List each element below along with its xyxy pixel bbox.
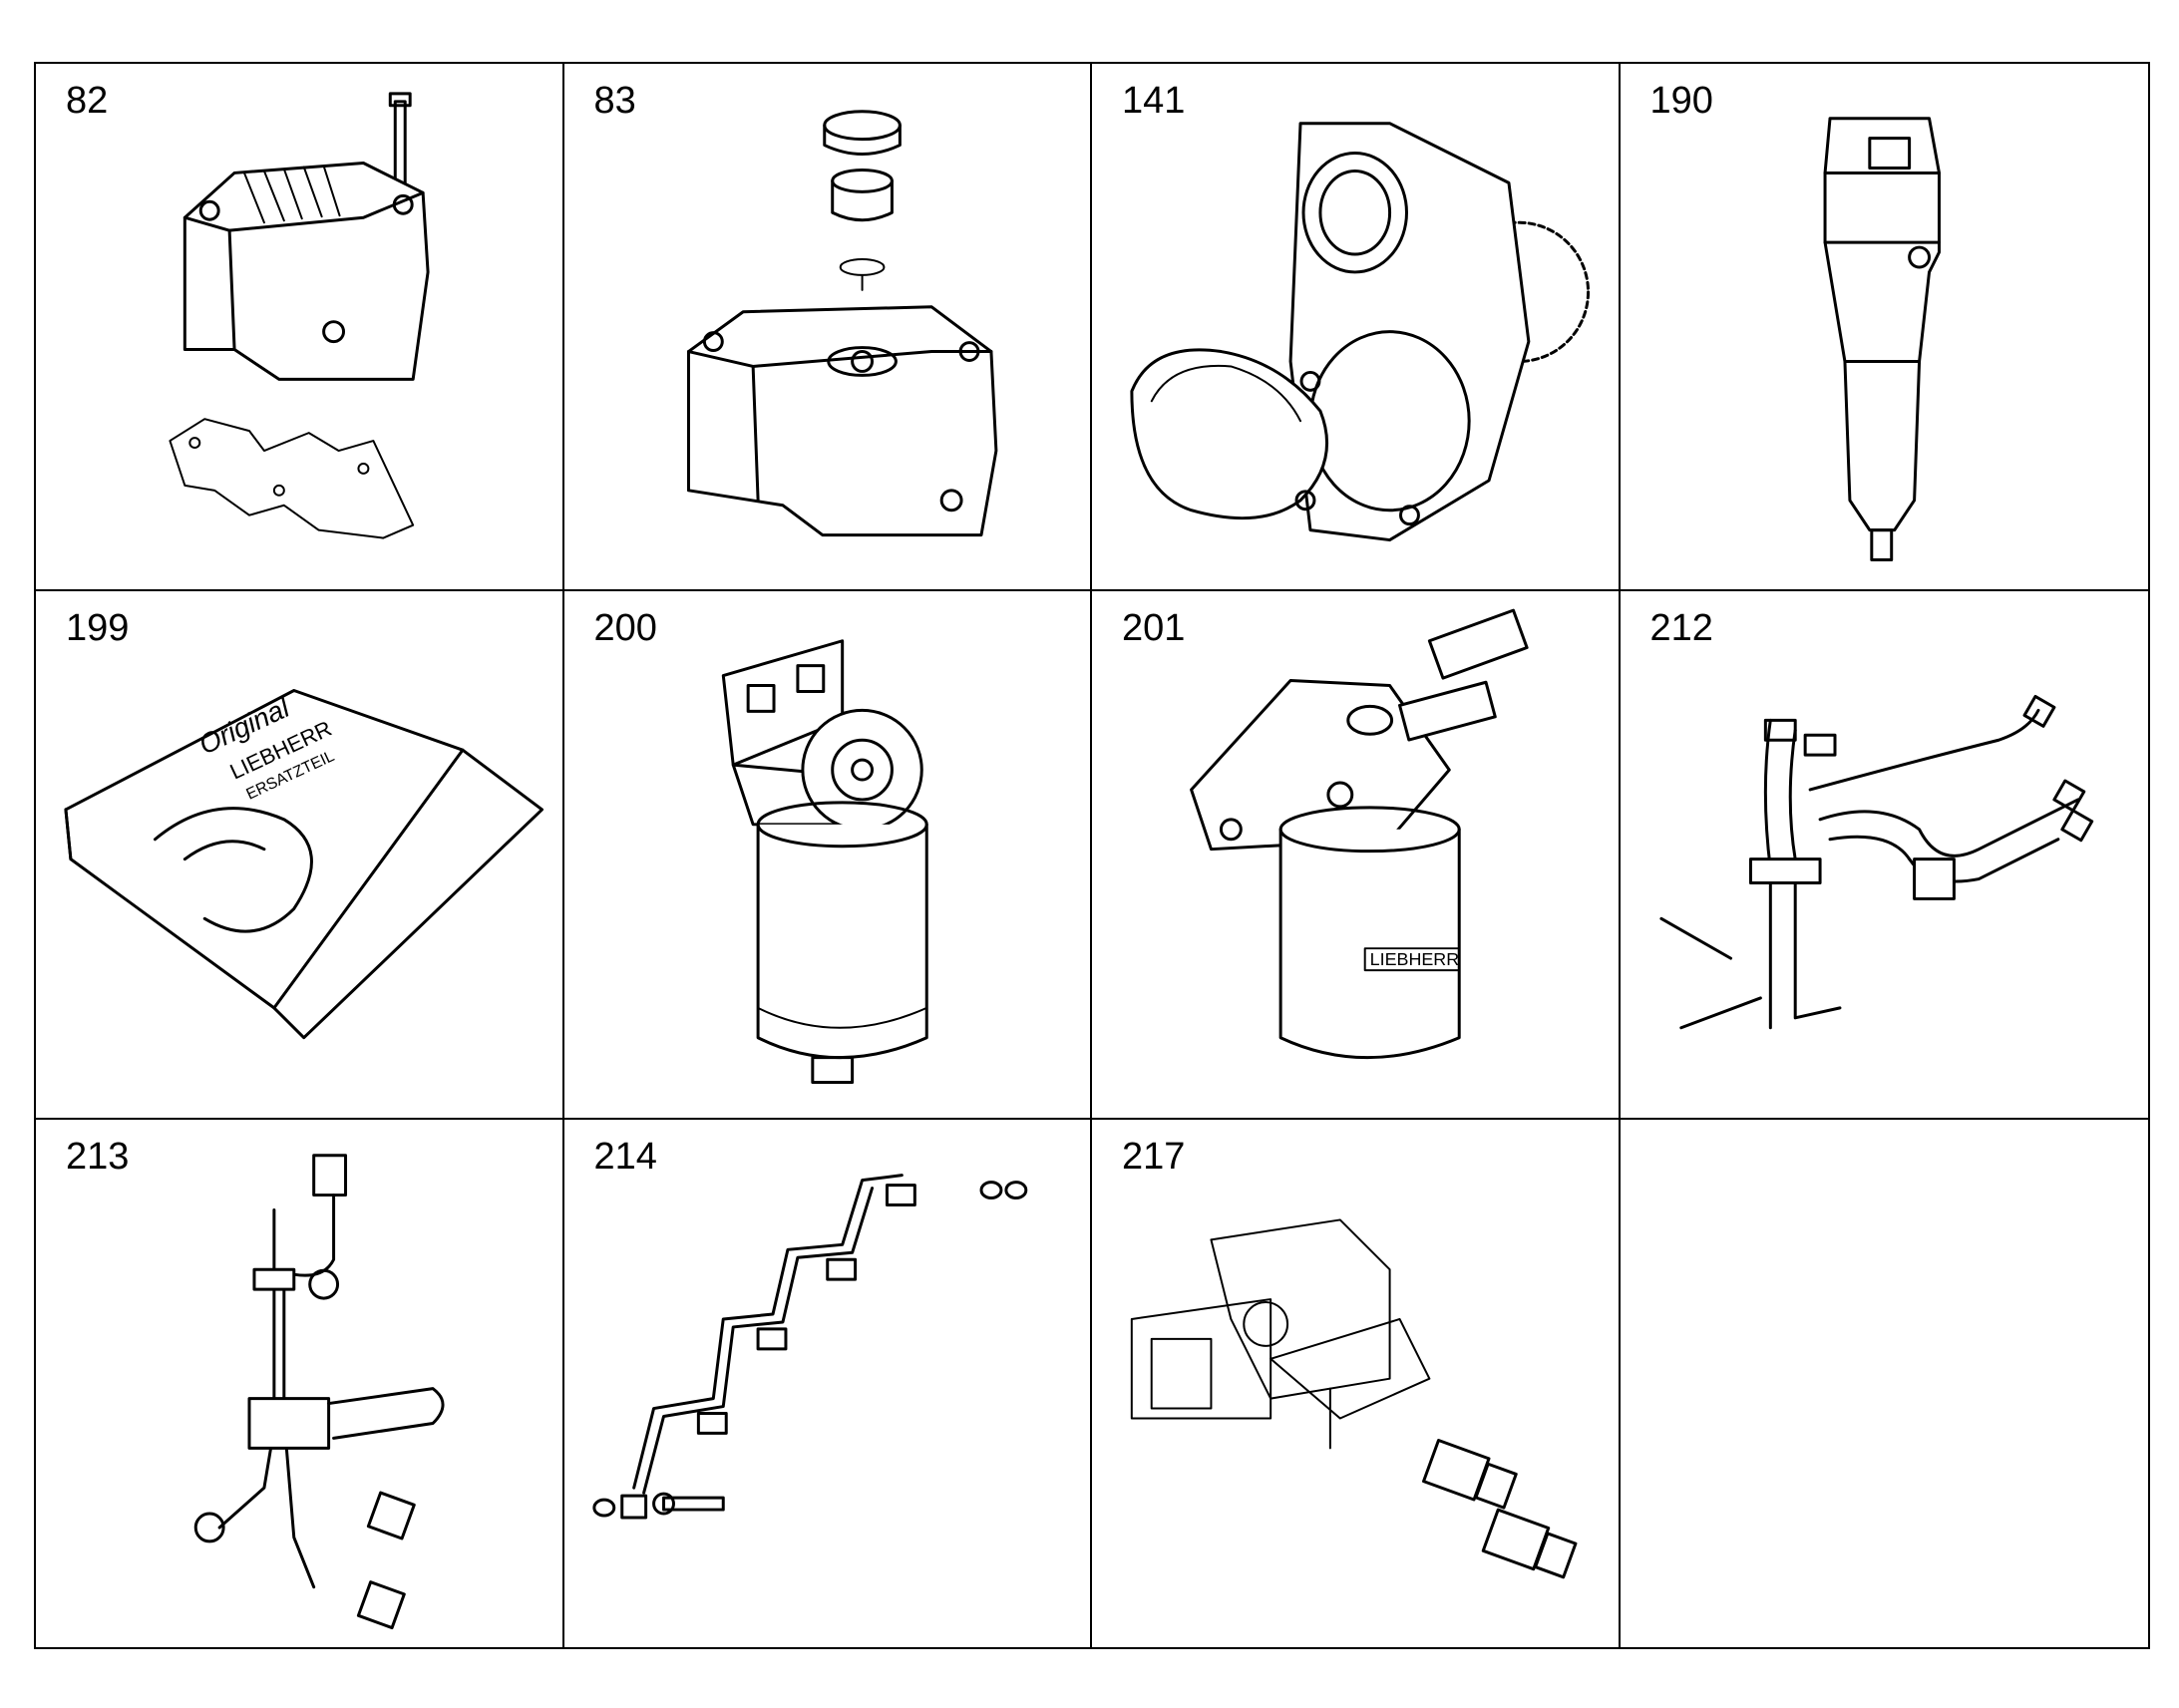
valve-cover-gasket-drawing	[169, 92, 430, 539]
part-cell-214[interactable]: 214	[564, 1119, 1092, 1647]
part-cell-83[interactable]: 83	[563, 64, 1092, 592]
part-cell-212[interactable]: 212	[1620, 591, 2148, 1120]
gear-pump-housing-drawing	[1130, 122, 1591, 542]
part-number: 200	[593, 607, 657, 650]
part-cell-200[interactable]: 200	[563, 591, 1092, 1120]
part-number: 201	[1122, 607, 1186, 650]
filter-brand-label: LIEBHERR	[1370, 949, 1460, 969]
fuel-line-set-drawing	[1658, 695, 2093, 1030]
part-cell-141[interactable]: 141	[1092, 64, 1621, 592]
part-cell-82[interactable]: 82	[36, 64, 564, 592]
gasket-kit-box-drawing: Original LIEBHERR ERSATZTEIL	[64, 689, 545, 1040]
part-cell-empty	[1621, 1120, 2149, 1647]
fuel-filter-drawing	[721, 639, 928, 1085]
fitting-adapters-drawing	[1130, 1218, 1578, 1578]
part-cell-201[interactable]: 201 LIEBHERR	[1092, 591, 1621, 1120]
part-number: 82	[66, 80, 109, 122]
part-cell-199[interactable]: 199 Original LIEBHERR ERSATZTEIL	[36, 591, 564, 1120]
injection-rail-drawing	[591, 1173, 1027, 1520]
valve-cover-filler-cap-drawing	[686, 110, 997, 537]
part-cell-213[interactable]: 213	[36, 1119, 564, 1647]
parts-grid: 82 83 141	[34, 62, 2150, 1649]
fuel-filter-housing-drawing: LIEBHERR	[1190, 608, 1529, 1060]
part-cell-190[interactable]: 190	[1620, 64, 2148, 592]
part-number: 212	[1649, 607, 1713, 650]
part-number: 213	[66, 1135, 130, 1178]
injector-drawing	[1823, 117, 1941, 561]
part-number: 83	[593, 80, 636, 122]
part-cell-217[interactable]: 217	[1092, 1119, 1621, 1647]
part-number: 217	[1122, 1135, 1186, 1178]
part-number: 214	[593, 1135, 657, 1178]
part-number: 190	[1649, 80, 1713, 122]
fuel-line-bracket-drawing	[193, 1153, 445, 1629]
part-number: 199	[66, 607, 130, 650]
part-number: 141	[1122, 80, 1186, 122]
